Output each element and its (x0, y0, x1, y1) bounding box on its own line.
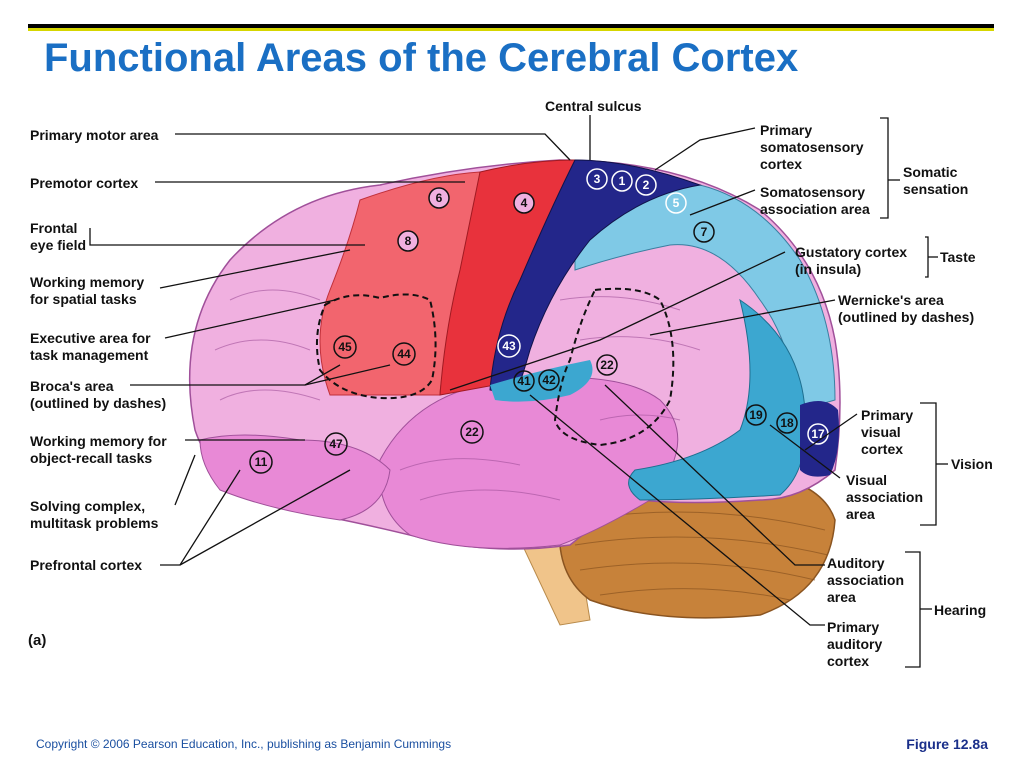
label-hearing: Hearing (934, 602, 987, 618)
figure-label: Figure 12.8a (906, 736, 988, 752)
svg-text:47: 47 (329, 437, 343, 451)
group-brackets (880, 117, 948, 668)
primary-auditory-cortex (490, 360, 593, 402)
area-45: 45 (333, 335, 357, 359)
top-rule-accent (28, 28, 994, 31)
area-8: 8 (397, 230, 419, 252)
lower-frontal (199, 434, 391, 521)
label-executive-area: Executive area for task management (30, 330, 151, 363)
svg-text:44: 44 (397, 347, 411, 361)
area-3: 3 (586, 168, 608, 190)
area-7: 7 (693, 221, 715, 243)
label-solving-complex: Solving complex, multitask problems (30, 498, 159, 531)
area-11: 11 (249, 450, 273, 474)
label-broca-area: Broca's area (outlined by dashes) (30, 378, 167, 411)
area-44: 44 (392, 342, 416, 366)
label-somatic-sensation: Somatic sensation (903, 164, 969, 197)
label-primary-visual-cortex: Primary visual cortex (861, 407, 914, 457)
area-5: 5 (665, 192, 687, 214)
label-auditory-association-area: Auditory association area (827, 555, 905, 605)
svg-text:8: 8 (405, 234, 412, 248)
label-working-memory-object: Working memory for object-recall tasks (30, 433, 167, 466)
label-visual-association-area: Visual association area (846, 472, 924, 522)
svg-text:2: 2 (643, 178, 650, 192)
svg-text:11: 11 (255, 455, 268, 469)
area-1: 1 (611, 170, 633, 192)
label-gustatory-cortex: Gustatory cortex (in insula) (795, 244, 908, 277)
copyright-text: Copyright © 2006 Pearson Education, Inc.… (36, 737, 452, 751)
label-primary-auditory-cortex: Primary auditory cortex (827, 619, 883, 669)
area-22-lower: 22 (460, 420, 484, 444)
svg-text:42: 42 (542, 373, 556, 387)
leader-lines (89, 115, 858, 626)
area-22-upper: 22 (596, 354, 618, 376)
svg-text:41: 41 (517, 374, 531, 388)
label-working-memory-spatial: Working memory for spatial tasks (30, 274, 145, 307)
area-6: 6 (428, 187, 450, 209)
svg-text:6: 6 (436, 191, 443, 205)
svg-text:45: 45 (338, 340, 352, 354)
label-central-sulcus: Central sulcus (545, 98, 642, 114)
svg-text:4: 4 (521, 196, 528, 210)
label-taste: Taste (940, 249, 976, 265)
label-somatosensory-association: Somatosensory association area (760, 184, 870, 217)
area-42: 42 (538, 369, 560, 391)
top-rule (28, 24, 994, 28)
panel-label: (a) (28, 632, 47, 649)
svg-text:43: 43 (502, 339, 516, 353)
page-title: Functional Areas of the Cerebral Cortex (44, 36, 799, 80)
area-41: 41 (513, 370, 535, 392)
area-19: 19 (745, 404, 767, 426)
gyri-lines (214, 289, 701, 501)
label-frontal-eye-field: Frontal eye field (30, 220, 87, 253)
area-47: 47 (324, 432, 348, 456)
area-43: 43 (497, 334, 521, 358)
wernicke-area-outline (553, 287, 675, 447)
area-4: 4 (513, 192, 535, 214)
svg-text:5: 5 (673, 196, 680, 210)
label-premotor-cortex: Premotor cortex (30, 175, 139, 191)
svg-text:3: 3 (594, 172, 601, 186)
svg-text:7: 7 (701, 225, 708, 239)
label-vision: Vision (951, 456, 993, 472)
svg-text:22: 22 (600, 358, 614, 372)
broca-area-outline (316, 293, 437, 400)
area-numbers: 3 1 2 5 4 6 7 8 45 44 43 41 42 22 22 47 … (249, 168, 829, 474)
svg-text:18: 18 (780, 416, 794, 430)
svg-text:22: 22 (465, 425, 479, 439)
primary-somatosensory-cortex (489, 159, 702, 396)
svg-text:17: 17 (811, 427, 825, 441)
area-2: 2 (635, 174, 657, 196)
svg-text:19: 19 (749, 408, 763, 422)
label-primary-motor-area: Primary motor area (30, 127, 159, 143)
primary-visual-cortex (800, 401, 839, 477)
area-18: 18 (776, 412, 798, 434)
svg-text:1: 1 (619, 174, 626, 188)
label-prefrontal-cortex: Prefrontal cortex (30, 557, 143, 573)
label-primary-somatosensory-cortex: Primary somatosensory cortex (760, 122, 864, 172)
label-wernicke-area: Wernicke's area (outlined by dashes) (838, 292, 975, 325)
